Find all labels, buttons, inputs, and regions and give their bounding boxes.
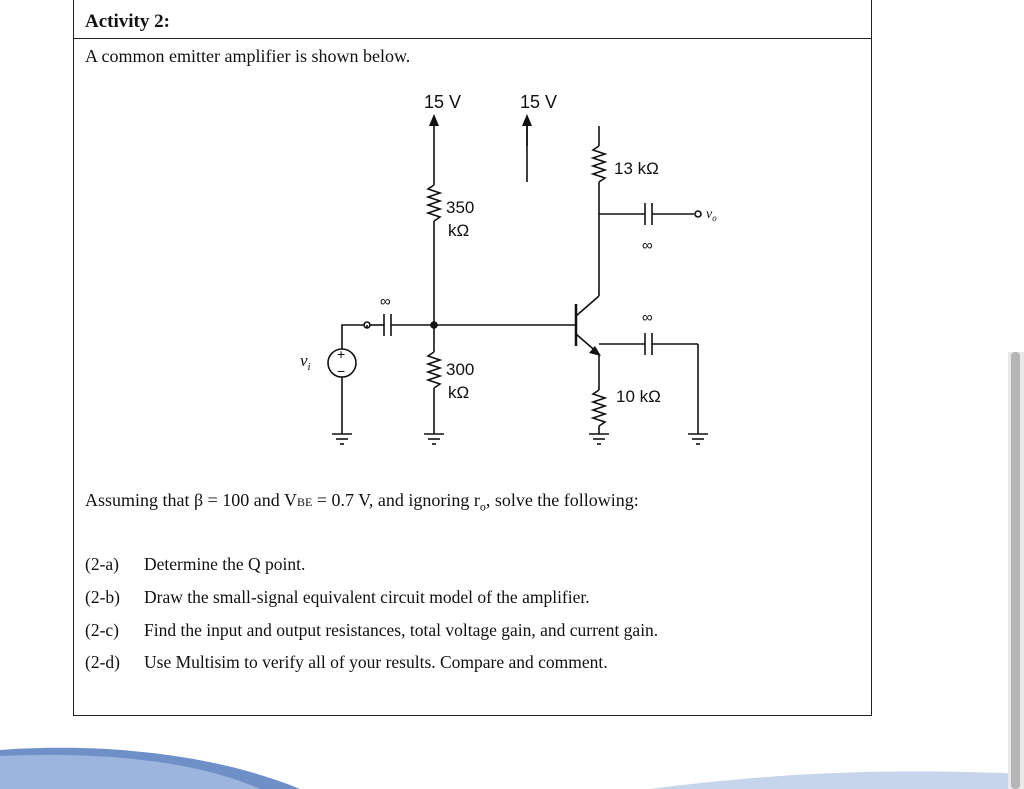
cap-out-infinity: ∞: [642, 237, 653, 254]
r2-value: 300: [446, 360, 474, 379]
title-row: Activity 2:: [74, 0, 871, 39]
resistor-r1-zigzag: [425, 184, 443, 222]
question-2d: (2-d)Use Multisim to verify all of your …: [85, 652, 608, 672]
amplifier-circuit-diagram: 15 V 15 V 350 kΩ 300 kΩ ∞: [300, 92, 717, 445]
vcc-left-arrow: [429, 114, 439, 126]
vcc-right-arrow: [522, 114, 532, 126]
scrollbar-thumb[interactable]: [1011, 352, 1020, 789]
activity-content: A common emitter amplifier is shown belo…: [74, 38, 871, 716]
cap-in-infinity: ∞: [380, 293, 391, 310]
question-2a: (2-a)Determine the Q point.: [85, 554, 306, 574]
r1-value: 350: [446, 198, 474, 217]
source-minus: −: [337, 363, 345, 379]
ground-symbol-bypass: [688, 433, 708, 445]
resistor-rc-zigzag: [590, 145, 608, 183]
question-2b: (2-b)Draw the small-signal equivalent ci…: [85, 587, 590, 607]
resistor-re-zigzag: [590, 389, 608, 427]
base-junction: [430, 321, 438, 329]
assumption-text: Assuming that β = 100 and VBE = 0.7 V, a…: [85, 490, 639, 514]
resistor-r2-zigzag: [425, 351, 443, 389]
ground-symbol-divider: [424, 433, 444, 445]
question-2c: (2-c)Find the input and output resistanc…: [85, 620, 659, 640]
rc-label: 13 kΩ: [614, 159, 659, 178]
vcc-right-label: 15 V: [520, 92, 557, 112]
intro-text: A common emitter amplifier is shown belo…: [85, 46, 411, 66]
activity-title: Activity 2:: [85, 11, 170, 32]
source-plus: +: [337, 346, 345, 362]
r2-unit: kΩ: [448, 383, 469, 402]
transistor-collector-lead: [575, 295, 600, 317]
ground-symbol-source: [332, 433, 352, 445]
document-page: Activity 2: A common emitter amplifier i…: [73, 0, 872, 716]
vo-label: vo: [706, 207, 717, 223]
r1-unit: kΩ: [448, 221, 469, 240]
vi-label: vi: [300, 351, 311, 373]
ground-symbol-emitter: [589, 433, 609, 445]
vo-terminal: [694, 210, 702, 218]
re-label: 10 kΩ: [616, 387, 661, 406]
decorative-swoosh: [0, 747, 1024, 789]
vcc-left-label: 15 V: [424, 92, 461, 112]
cap-bypass-infinity: ∞: [642, 309, 653, 326]
emitter-arrow: [589, 346, 601, 356]
